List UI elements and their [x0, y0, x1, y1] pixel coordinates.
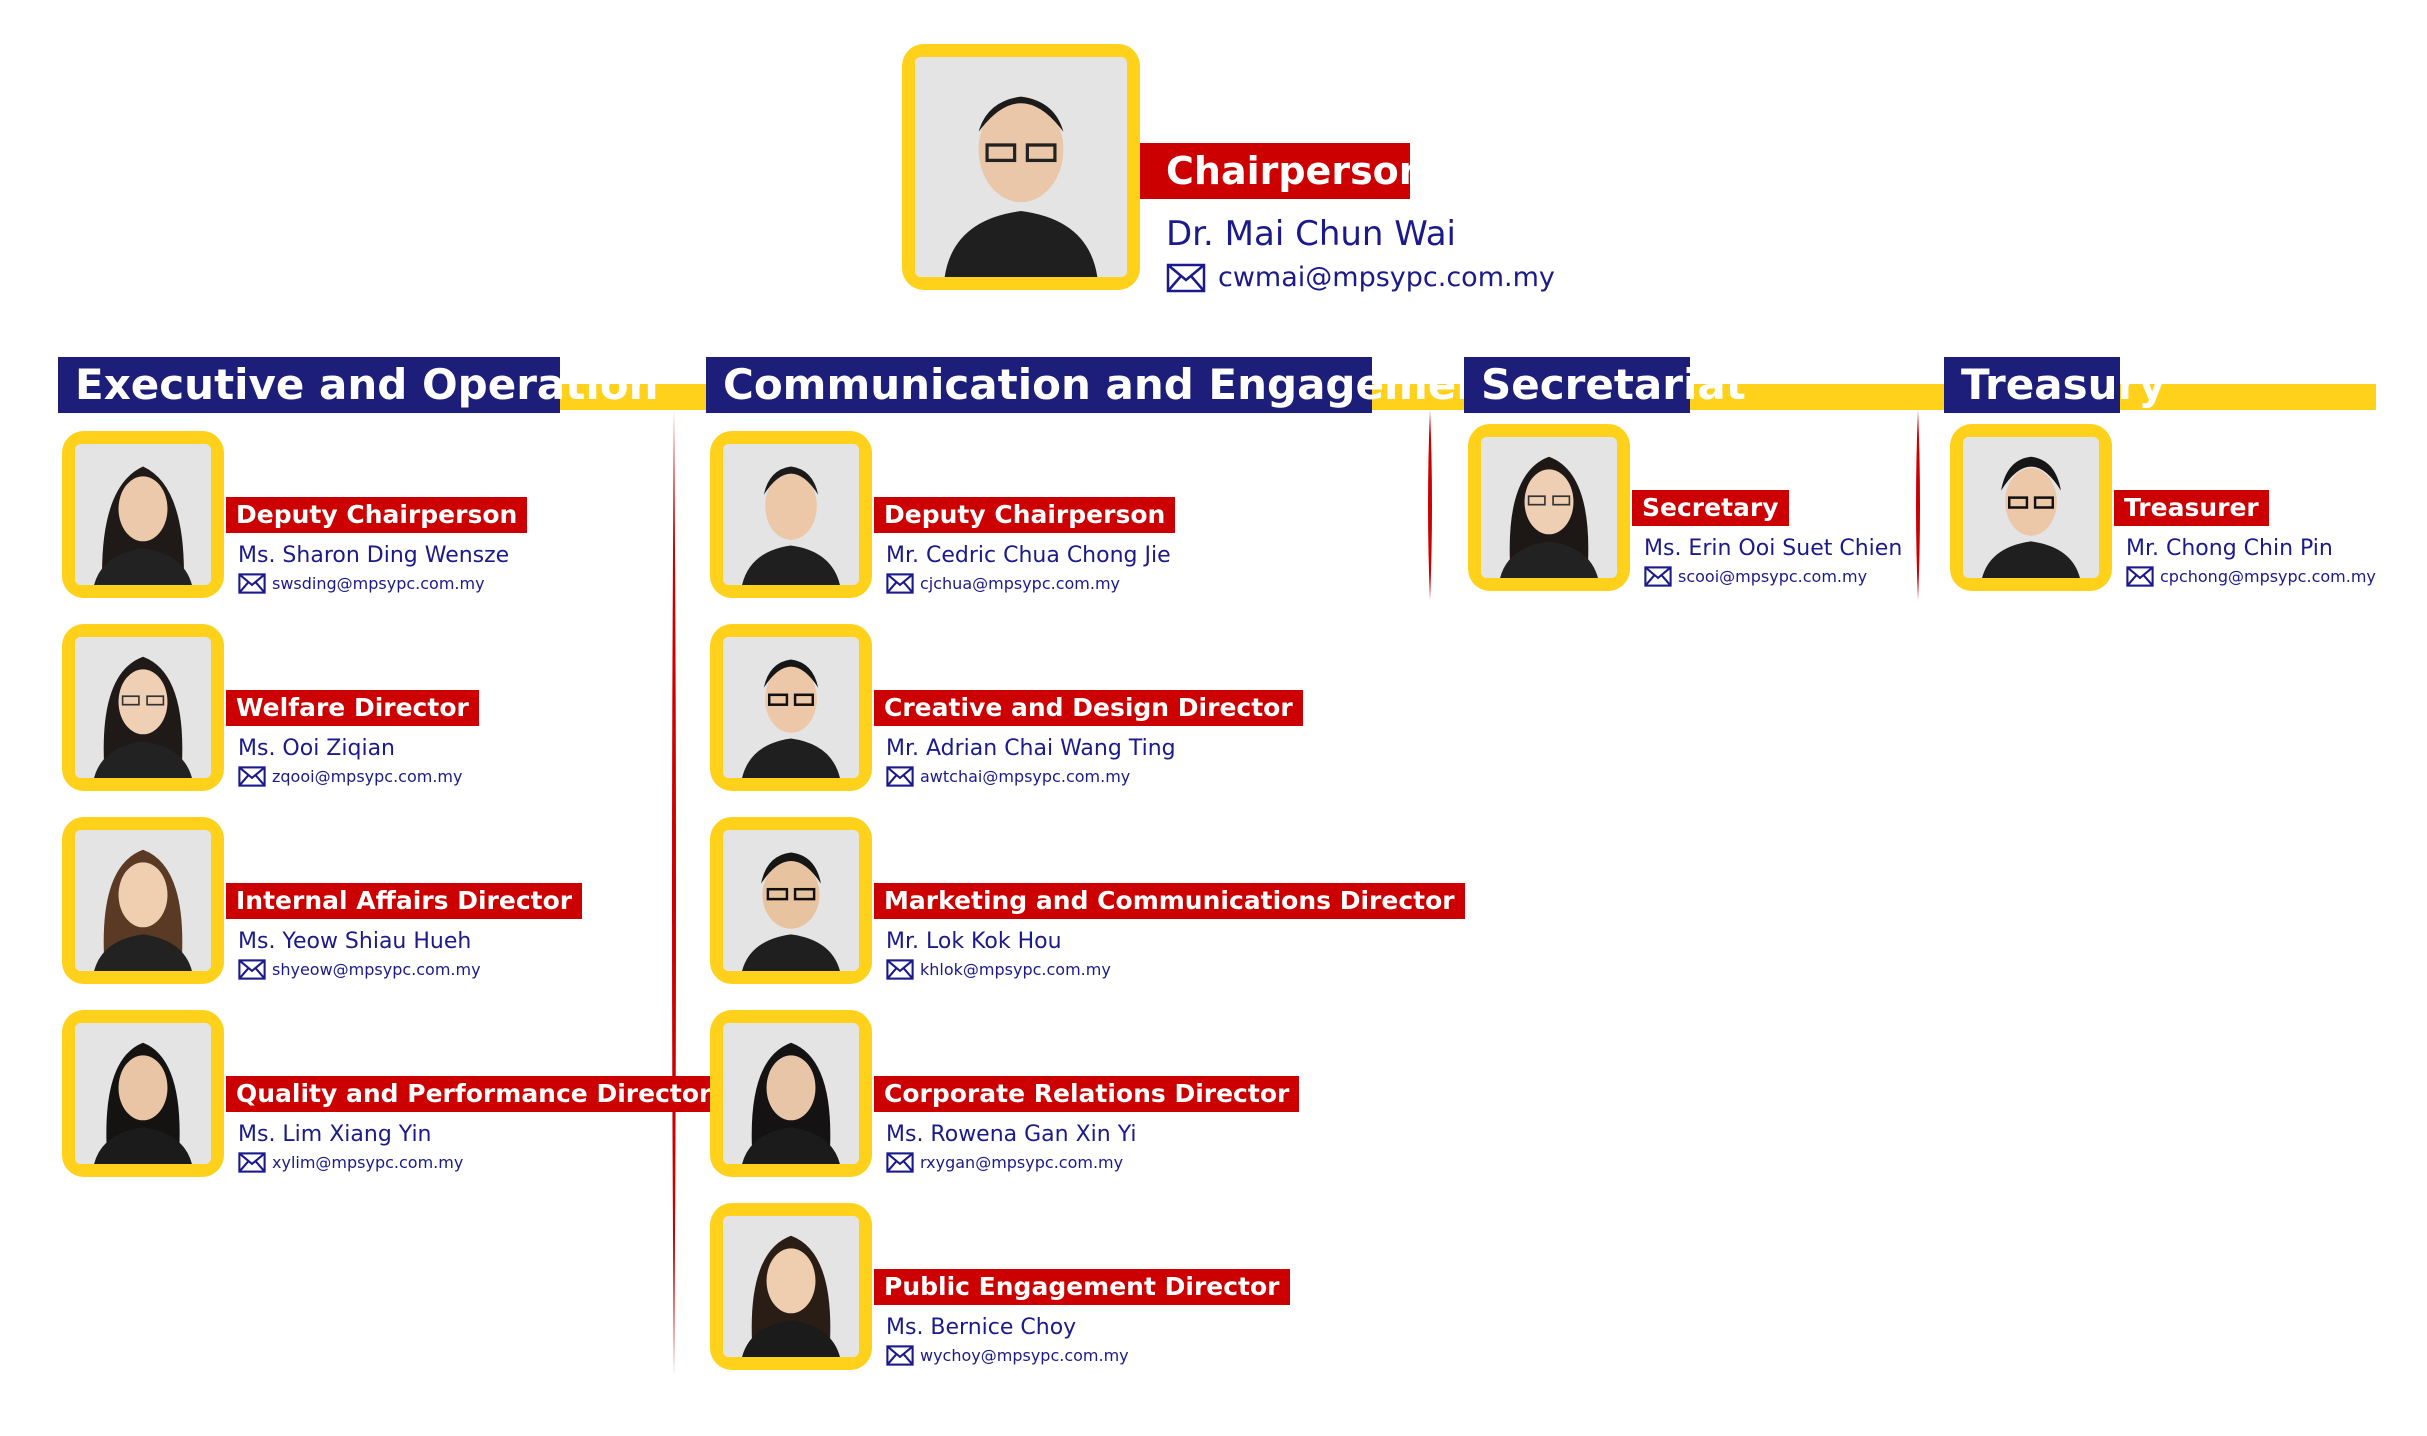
member-email[interactable]: cpchong@mpsypc.com.my — [2126, 566, 2376, 587]
envelope-icon — [2126, 566, 2154, 587]
person-photo-icon — [75, 444, 211, 585]
member-name: Mr. Cedric Chua Chong Jie — [886, 543, 1171, 568]
member-name: Ms. Erin Ooi Suet Chien — [1644, 536, 1903, 561]
member-photo — [62, 624, 224, 791]
member-email[interactable]: zqooi@mpsypc.com.my — [238, 766, 462, 787]
member-name: Ms. Sharon Ding Wensze — [238, 543, 510, 568]
member-photo — [62, 431, 224, 598]
member-email[interactable]: shyeow@mpsypc.com.my — [238, 959, 481, 980]
envelope-icon — [238, 1152, 266, 1173]
member-name: Ms. Lim Xiang Yin — [238, 1122, 432, 1147]
member-role-label: Secretary — [1632, 490, 1789, 526]
person-photo-icon — [723, 1023, 859, 1164]
person-photo-icon — [723, 830, 859, 971]
member-email[interactable]: khlok@mpsypc.com.my — [886, 959, 1111, 980]
person-photo-icon — [75, 1023, 211, 1164]
member-photo — [710, 1203, 872, 1370]
column-divider-2 — [1428, 410, 1432, 600]
member-email-text: rxygan@mpsypc.com.my — [920, 1153, 1124, 1172]
member-role-label: Deputy Chairperson — [226, 497, 528, 533]
envelope-icon — [886, 766, 914, 787]
dept-bar-line-treasury — [2120, 384, 2376, 410]
member-email-text: zqooi@mpsypc.com.my — [272, 767, 463, 786]
member-email[interactable]: wychoy@mpsypc.com.my — [886, 1345, 1129, 1366]
member-name: Ms. Yeow Shiau Hueh — [238, 929, 472, 954]
member-email-text: xylim@mpsypc.com.my — [272, 1153, 464, 1172]
person-photo-icon — [723, 1216, 859, 1357]
member-email[interactable]: cjchua@mpsypc.com.my — [886, 573, 1120, 594]
member-email[interactable]: xylim@mpsypc.com.my — [238, 1152, 463, 1173]
dept-title-communication-engagement: Communication and Engagement — [706, 357, 1506, 413]
member-role-label: Quality and Performance Director — [226, 1076, 722, 1112]
member-email[interactable]: scooi@mpsypc.com.my — [1644, 566, 1867, 587]
person-photo-icon — [915, 57, 1127, 277]
dept-title-secretariat: Secretariat — [1464, 357, 1746, 413]
envelope-icon — [886, 573, 914, 594]
member-email-text: cpchong@mpsypc.com.my — [2160, 567, 2376, 586]
dept-bar-line-communication — [1372, 384, 1464, 410]
chairperson-email[interactable]: cwmai@mpsypc.com.my — [1166, 260, 1555, 296]
member-photo — [1468, 424, 1630, 591]
envelope-icon — [886, 1345, 914, 1366]
person-photo-icon — [723, 637, 859, 778]
member-role-label: Internal Affairs Director — [226, 883, 583, 919]
envelope-icon — [886, 959, 914, 980]
member-role-label: Public Engagement Director — [874, 1269, 1290, 1305]
envelope-icon — [1166, 263, 1206, 293]
member-email-text: cjchua@mpsypc.com.my — [920, 574, 1121, 593]
person-photo-icon — [75, 637, 211, 778]
dept-title-executive-operation: Executive and Operation — [58, 357, 659, 413]
member-email-text: swsding@mpsypc.com.my — [272, 574, 485, 593]
member-email[interactable]: rxygan@mpsypc.com.my — [886, 1152, 1123, 1173]
member-email-text: wychoy@mpsypc.com.my — [920, 1346, 1129, 1365]
member-email-text: shyeow@mpsypc.com.my — [272, 960, 481, 979]
member-email[interactable]: swsding@mpsypc.com.my — [238, 573, 485, 594]
member-name: Mr. Chong Chin Pin — [2126, 536, 2333, 561]
member-role-label: Corporate Relations Director — [874, 1076, 1300, 1112]
member-role-label: Deputy Chairperson — [874, 497, 1176, 533]
member-photo — [62, 1010, 224, 1177]
member-photo — [710, 431, 872, 598]
member-name: Mr. Lok Kok Hou — [886, 929, 1062, 954]
member-photo — [1950, 424, 2112, 591]
member-role-label: Treasurer — [2114, 490, 2269, 526]
member-email[interactable]: awtchai@mpsypc.com.my — [886, 766, 1130, 787]
member-role-label: Marketing and Communications Director — [874, 883, 1465, 919]
member-photo — [62, 817, 224, 984]
envelope-icon — [238, 573, 266, 594]
dept-title-treasury: Treasury — [1944, 357, 2166, 413]
person-photo-icon — [1963, 437, 2099, 578]
column-divider-3 — [1916, 410, 1920, 600]
person-photo-icon — [75, 830, 211, 971]
member-name: Ms. Bernice Choy — [886, 1315, 1077, 1340]
member-email-text: khlok@mpsypc.com.my — [920, 960, 1111, 979]
member-email-text: awtchai@mpsypc.com.my — [920, 767, 1131, 786]
member-name: Mr. Adrian Chai Wang Ting — [886, 736, 1176, 761]
member-name: Ms. Ooi Ziqian — [238, 736, 395, 761]
chairperson-email-text: cwmai@mpsypc.com.my — [1218, 262, 1555, 293]
member-photo — [710, 624, 872, 791]
column-divider-1 — [672, 410, 676, 1376]
member-email-text: scooi@mpsypc.com.my — [1678, 567, 1868, 586]
chairperson-name: Dr. Mai Chun Wai — [1166, 214, 1456, 254]
member-role-label: Creative and Design Director — [874, 690, 1303, 726]
member-photo — [710, 1010, 872, 1177]
chairperson-photo — [902, 44, 1140, 290]
person-photo-icon — [1481, 437, 1617, 578]
member-photo — [710, 817, 872, 984]
envelope-icon — [886, 1152, 914, 1173]
envelope-icon — [238, 766, 266, 787]
dept-bar-line-executive — [560, 384, 708, 410]
envelope-icon — [238, 959, 266, 980]
dept-bar-line-secretariat — [1690, 384, 1944, 410]
person-photo-icon — [723, 444, 859, 585]
member-name: Ms. Rowena Gan Xin Yi — [886, 1122, 1137, 1147]
chairperson-role-label: Chairperson — [1140, 143, 1426, 199]
member-role-label: Welfare Director — [226, 690, 479, 726]
envelope-icon — [1644, 566, 1672, 587]
